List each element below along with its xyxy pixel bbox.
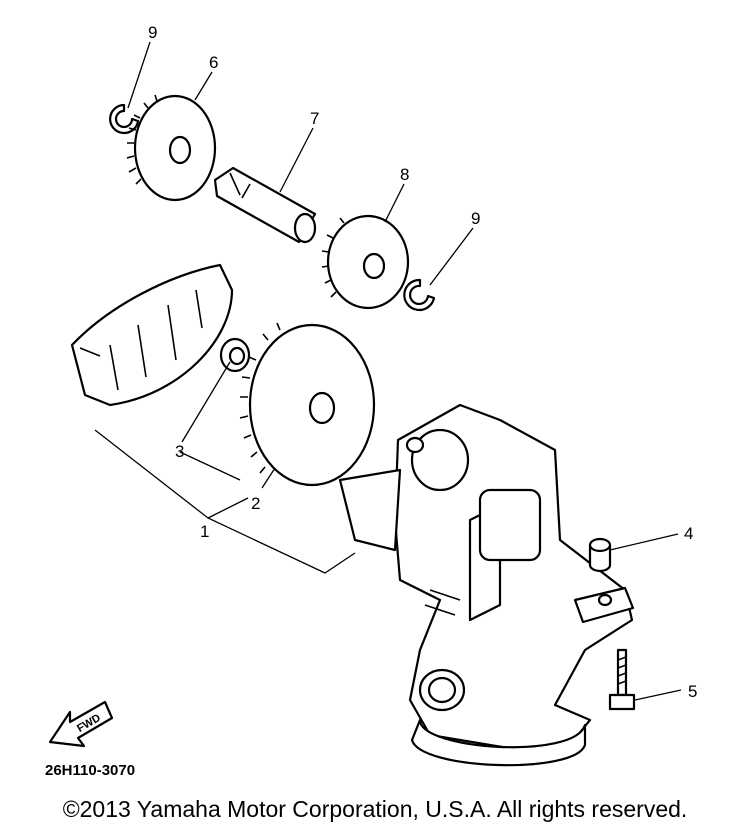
callout-9-top: 9 bbox=[148, 23, 157, 42]
dowel-pin-4[interactable] bbox=[588, 537, 612, 573]
callout-7: 7 bbox=[310, 109, 319, 128]
callout-8: 8 bbox=[400, 165, 409, 184]
callout-3: 3 bbox=[175, 442, 184, 461]
fwd-arrow-icon: FWD bbox=[48, 700, 114, 748]
gear-8[interactable] bbox=[321, 214, 410, 310]
leader-lines bbox=[94, 41, 682, 701]
callout-5: 5 bbox=[688, 682, 697, 701]
gear-2[interactable] bbox=[239, 322, 376, 487]
callout-6: 6 bbox=[209, 53, 218, 72]
callout-9-right: 9 bbox=[471, 209, 480, 228]
callout-2: 2 bbox=[251, 494, 260, 513]
bolt-5[interactable] bbox=[608, 648, 636, 711]
copyright-notice: ©2013 Yamaha Motor Corporation, U.S.A. A… bbox=[62, 796, 688, 822]
diagram-part-code: 26H110-3070 bbox=[45, 762, 135, 779]
callout-4: 4 bbox=[684, 524, 693, 543]
cover-plate[interactable] bbox=[70, 263, 234, 407]
circlip-top[interactable] bbox=[109, 103, 140, 135]
shaft-7[interactable] bbox=[213, 166, 317, 244]
ring-3[interactable] bbox=[219, 337, 251, 373]
circlip-right[interactable] bbox=[403, 278, 436, 312]
callout-1: 1 bbox=[200, 522, 209, 541]
oil-pump-body[interactable] bbox=[338, 403, 635, 767]
gear-6[interactable] bbox=[126, 94, 217, 202]
